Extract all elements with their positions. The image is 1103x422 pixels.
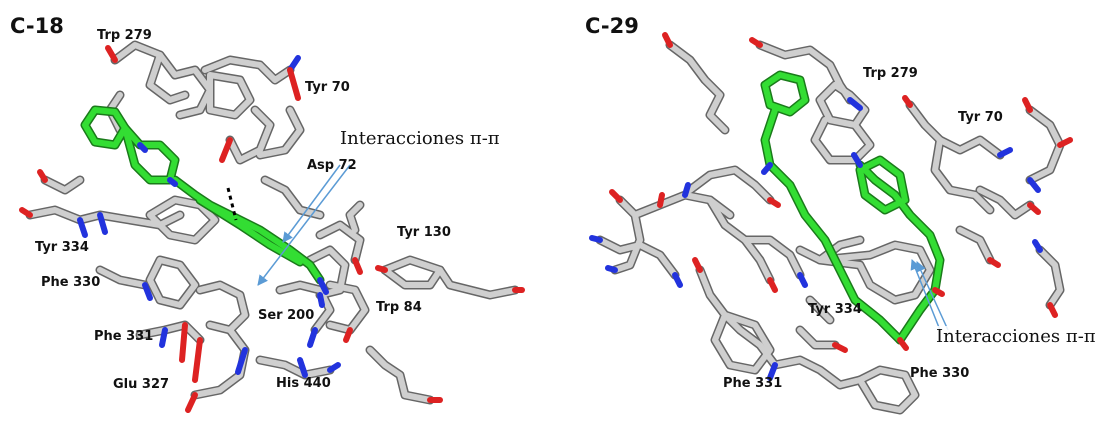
residue-label: Tyr 334 [35, 240, 89, 255]
residue-label: Trp 84 [376, 300, 422, 315]
residue-label: Trp 279 [97, 28, 152, 43]
ligand-c18-sticks [80, 105, 329, 295]
residue-label: Glu 327 [113, 377, 170, 392]
protein-residues-sticks [589, 32, 1073, 415]
right-molecular-structure [589, 32, 1073, 415]
ligand-c29-sticks [760, 70, 945, 351]
right-panel-c29: C-29 Interacciones π-π Trp 279 Tyr 70 Ty… [560, 0, 1103, 422]
residue-label: Tyr 70 [305, 80, 350, 95]
residue-label: Phe 330 [910, 366, 970, 381]
pi-pi-arrows [910, 259, 949, 331]
left-molecular-structure [19, 40, 525, 413]
residue-label: Tyr 334 [808, 302, 862, 317]
protein-residues-sticks [19, 40, 525, 413]
hydrogen-bond-dashes [226, 187, 238, 221]
pi-pi-arrows [257, 164, 351, 286]
residue-label: Tyr 70 [958, 110, 1003, 125]
residue-label: Phe 331 [723, 376, 783, 391]
residue-label: Ser 200 [258, 308, 315, 323]
pi-pi-annotation: Interacciones π-π [340, 128, 500, 149]
residue-label: His 440 [276, 376, 331, 391]
left-panel-c18: C-18 Interacciones π-π Trp 279 Tyr 70 As… [10, 14, 525, 413]
residue-label: Phe 331 [94, 329, 154, 344]
residue-label: Trp 279 [863, 66, 918, 81]
pi-pi-annotation: Interacciones π-π [936, 326, 1096, 347]
residue-label: Phe 330 [41, 275, 101, 290]
residue-label: Asp 72 [307, 158, 357, 173]
panel-title: C-18 [10, 14, 64, 38]
panel-title: C-29 [585, 14, 639, 38]
residue-label: Tyr 130 [397, 225, 451, 240]
